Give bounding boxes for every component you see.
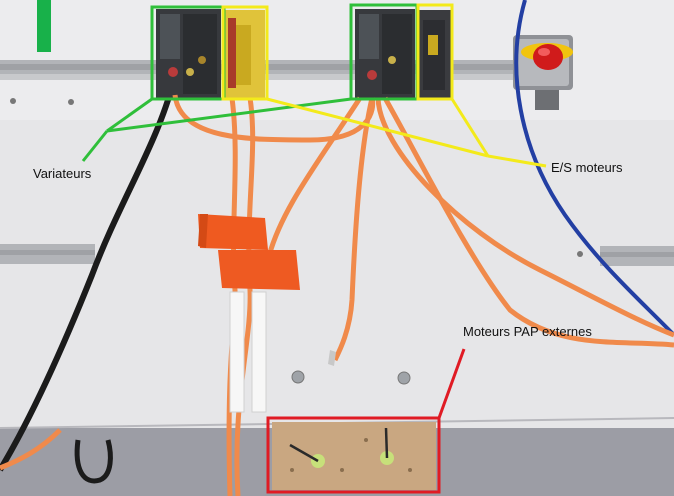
io-module-right [418,10,452,98]
variateurs-label: Variateurs [33,166,92,181]
din-rail-right [600,246,674,266]
es-moteurs-label: E/S moteurs [551,160,623,175]
green-strip [37,0,51,52]
emergency-stop-icon [513,35,573,110]
din-rail-left [0,244,95,264]
orange-cables [0,94,674,496]
cable-duct-left [229,291,245,413]
black-cable [0,74,178,472]
drive-module-left [156,9,221,99]
io-module-left [223,10,265,98]
blue-cable [514,0,674,337]
moteurs-pap-highlight [266,348,466,494]
orange-tape [198,214,300,290]
drive-module-right [355,9,415,99]
moteurs-pap-label: Moteurs PAP externes [463,324,592,339]
black-cable-loop [74,439,113,484]
es-moteurs-highlight [221,3,547,168]
cable-duct-right [251,291,267,413]
stepper-motors-icon [272,422,436,490]
